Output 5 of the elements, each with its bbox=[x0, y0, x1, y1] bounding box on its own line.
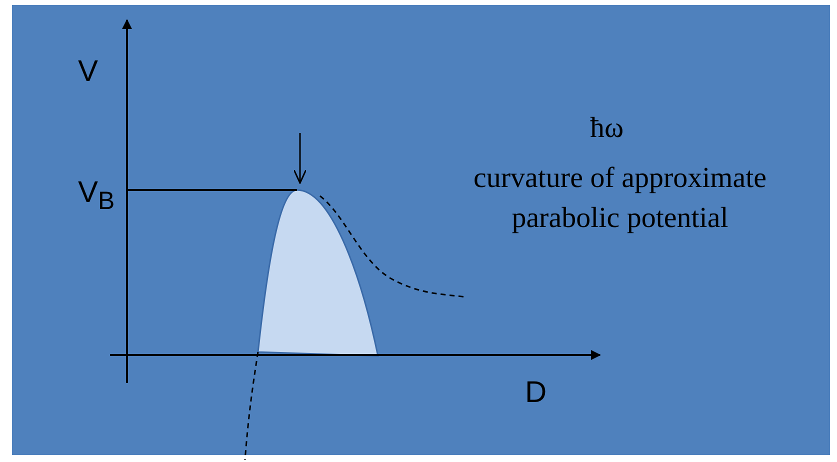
axis-label: V bbox=[78, 55, 98, 89]
annotation-text: curvature of approximate parabolic potential bbox=[472, 161, 768, 236]
barrier-height-label: V$_{B}$ bbox=[78, 176, 115, 216]
axis-label: D bbox=[525, 376, 547, 410]
symbol-label: ħω bbox=[590, 112, 624, 145]
